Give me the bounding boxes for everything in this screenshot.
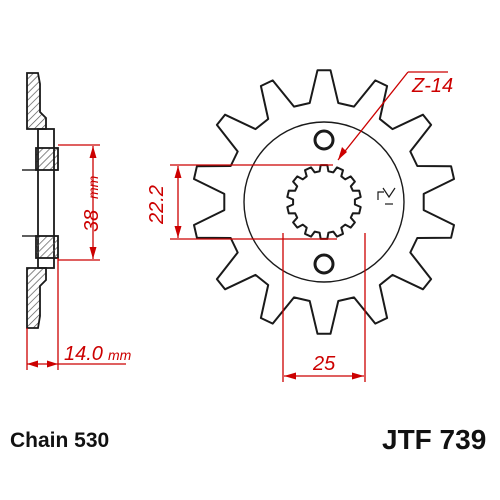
- part-number: JTF 739: [382, 424, 486, 455]
- bolt-circle: [243, 121, 405, 283]
- dimension-25: 25: [282, 233, 366, 382]
- dim-height-unit: mm: [85, 175, 101, 199]
- dim-width-value: 14.0: [64, 343, 103, 365]
- dim-width-unit: mm: [108, 347, 132, 363]
- dimension-14mm: 14.0 mm: [27, 343, 132, 368]
- dim-height-value: 38: [81, 210, 103, 232]
- bolt-hole-bottom: [313, 253, 335, 275]
- side-view-lower-hub: [35, 235, 59, 259]
- side-view-upper-tooth: [26, 72, 47, 130]
- tooth-count-label: Z-14: [411, 75, 453, 97]
- chain-label: Chain 530: [10, 429, 109, 452]
- bolt-hole-top: [313, 129, 335, 151]
- side-view-lower-tooth: [26, 267, 47, 329]
- sprocket-outline: [193, 69, 455, 335]
- side-view-upper-hub: [35, 147, 59, 171]
- tooth-count-callout: Z-14: [337, 71, 453, 161]
- rotation-mark-icon: [377, 187, 396, 205]
- splined-bore: [286, 164, 362, 240]
- dimension-22-2: 22.2: [146, 164, 337, 240]
- dim-pitch-value: 22.2: [146, 185, 168, 225]
- front-view: [193, 69, 455, 335]
- side-view: [22, 72, 59, 370]
- dimension-38mm: 38 mm: [58, 144, 103, 261]
- dim-bore-value: 25: [312, 353, 336, 375]
